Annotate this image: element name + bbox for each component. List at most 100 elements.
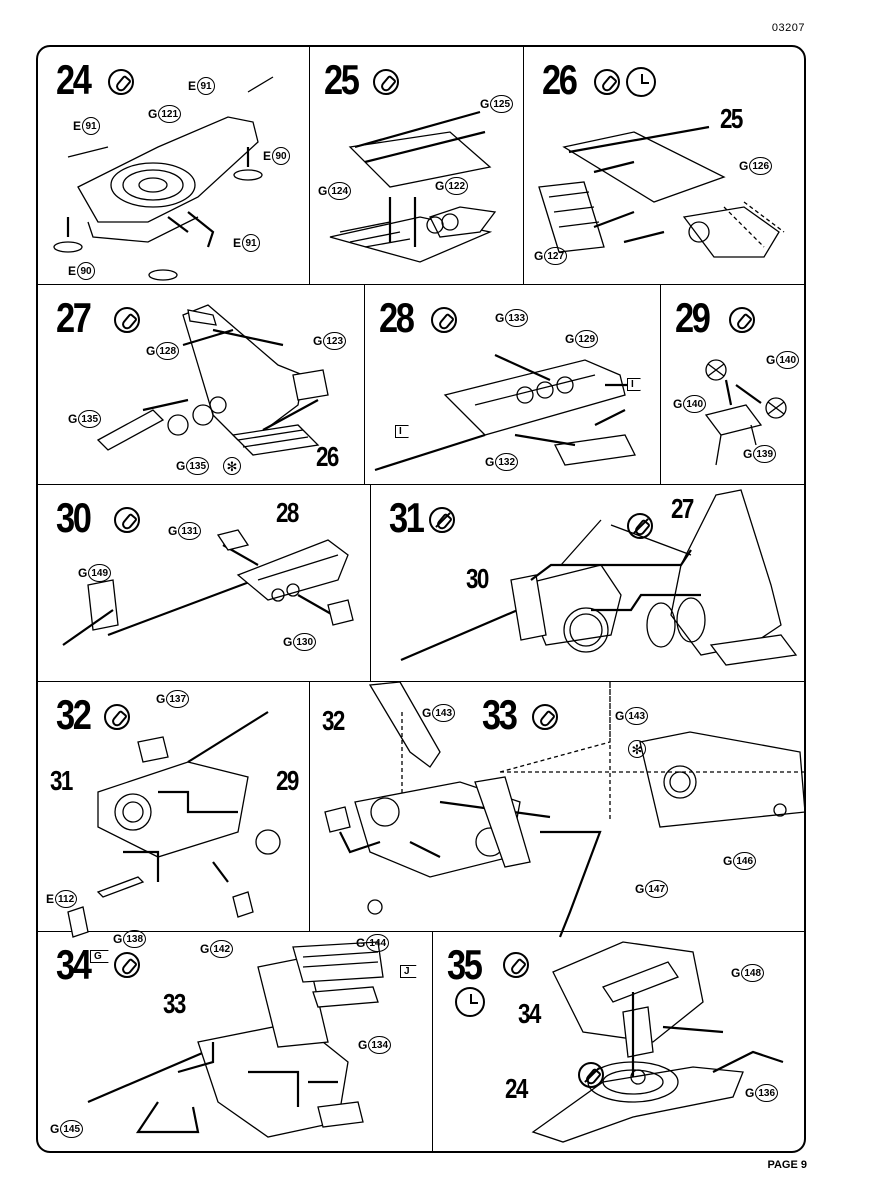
step-number: 29 [675, 294, 711, 341]
step-31-panel: 31 27 30 [371, 485, 804, 682]
step-number: 28 [379, 294, 415, 341]
step-35-drawing [531, 941, 784, 1143]
glue-icon [104, 704, 130, 730]
step-number: 35 [447, 941, 483, 988]
glue-icon [114, 952, 140, 978]
step-25-drawing [329, 110, 497, 263]
step-number: 32 [56, 691, 92, 738]
step-29-drawing [704, 359, 787, 466]
step-32-drawing [67, 711, 281, 938]
ref-step-33: 33 [163, 988, 186, 1019]
step-number: 26 [542, 56, 578, 103]
glue-icon [532, 704, 558, 730]
clock-icon [626, 67, 656, 97]
no-glue-icon [429, 507, 455, 533]
glue-icon [503, 952, 529, 978]
ref-step-32: 32 [322, 705, 345, 736]
ref-step-30: 30 [466, 563, 489, 594]
ref-step-27: 27 [671, 493, 694, 524]
glue-icon [729, 307, 755, 333]
optional-icon: ✻ [223, 457, 241, 475]
ref-step-31: 31 [50, 765, 73, 796]
step-number: 30 [56, 494, 92, 541]
optional-icon: ✻ [628, 740, 646, 758]
step-28-drawing [374, 353, 636, 472]
ref-step-25: 25 [720, 103, 743, 134]
glue-icon [594, 69, 620, 95]
step-number: 25 [324, 56, 360, 103]
ref-step-26: 26 [316, 441, 339, 472]
step-34-drawing [87, 941, 384, 1138]
step-number: 34 [56, 941, 92, 988]
ref-step-28: 28 [276, 497, 299, 528]
step-number: 24 [56, 56, 92, 103]
step-27-drawing [96, 304, 329, 456]
glue-icon [373, 69, 399, 95]
ref-step-24: 24 [505, 1073, 528, 1104]
instruction-code: 03207 [771, 22, 805, 34]
ref-step-29: 29 [276, 765, 299, 796]
step-number: 33 [482, 691, 518, 738]
step-number: 27 [56, 294, 92, 341]
glue-icon [431, 307, 457, 333]
glue-icon [114, 307, 140, 333]
ref-step-34: 34 [518, 998, 541, 1029]
no-glue-icon [627, 513, 653, 539]
step-26-drawing [538, 125, 785, 258]
flag-i: I [627, 378, 641, 391]
step-31-drawing [400, 489, 798, 666]
no-glue-icon [578, 1062, 604, 1088]
step-number: 31 [389, 494, 425, 541]
step-33-drawing [324, 681, 804, 938]
step-24-drawing [53, 76, 274, 281]
